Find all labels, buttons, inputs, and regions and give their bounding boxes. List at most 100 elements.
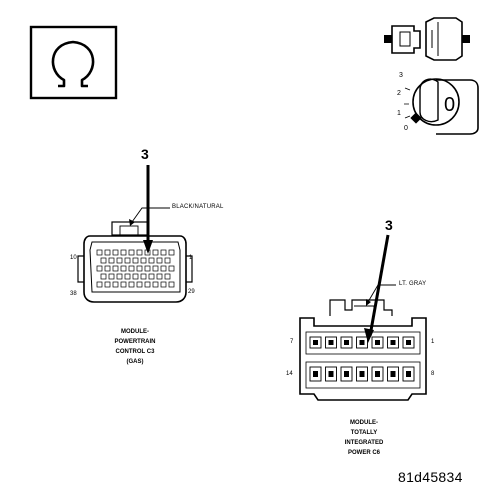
tipm-pin-terminal xyxy=(359,340,365,345)
tipm-pin-terminal xyxy=(406,371,411,377)
tipm-wire-color-label: LT. GRAY xyxy=(399,281,427,287)
tipm-pin-terminal xyxy=(406,340,411,345)
pcm-pin-cavity xyxy=(164,273,171,280)
pcm-pin-cavity xyxy=(160,281,167,288)
pcm-pin-cavity xyxy=(116,273,123,280)
pcm-pin-cavity xyxy=(156,257,163,264)
tipm-pin-bottom-right: 8 xyxy=(431,371,435,377)
pcm-pin-cavity xyxy=(164,257,171,264)
ignition-position-2: 2 xyxy=(397,90,401,97)
pcm-pin-cavity xyxy=(120,265,127,272)
tipm-pin-cavity xyxy=(356,366,368,382)
tipm-pin-cavity xyxy=(371,366,384,382)
tipm-pin-terminal xyxy=(390,371,396,377)
pcm-pin-cavity xyxy=(100,257,107,264)
tipm-pin-grid xyxy=(309,336,415,382)
tipm-pin-cavity xyxy=(340,336,353,349)
tipm-connector-caption: MODULE- TOTALLY INTEGRATED POWER C6 xyxy=(324,418,404,458)
pcm-pin-cavity xyxy=(112,281,119,288)
pcm-pin-cavity xyxy=(136,249,143,256)
figure-reference-id: 81d45834 xyxy=(398,469,463,485)
pcm-pin-cavity xyxy=(132,273,139,280)
pcm-pin-cavity xyxy=(108,257,115,264)
tipm-pin-terminal xyxy=(375,340,380,345)
pcm-callout-pointer xyxy=(143,165,153,254)
pcm-pin-cavity xyxy=(168,249,175,256)
pcm-pin-cavity xyxy=(144,265,151,272)
pcm-pin-cavity xyxy=(152,249,159,256)
ignition-position-0: 0 xyxy=(404,125,408,132)
pcm-pin-cavity xyxy=(96,281,103,288)
pcm-pin-bottom-right: 29 xyxy=(188,289,195,295)
tipm-wire-leader xyxy=(366,284,396,306)
tipm-pin-cavity xyxy=(402,366,415,382)
pcm-pin-top-right: 1 xyxy=(189,255,193,261)
tipm-caption-line-3: INTEGRATED xyxy=(344,440,384,446)
tipm-pin-terminal xyxy=(359,371,365,377)
pcm-pin-cavity xyxy=(124,257,131,264)
pcm-pin-cavity xyxy=(104,265,111,272)
pcm-pin-cavity xyxy=(96,249,103,256)
pcm-pin-cavity xyxy=(136,265,143,272)
tipm-pin-cavity xyxy=(325,336,337,349)
pcm-pin-cavity xyxy=(160,265,167,272)
pcm-pin-top-left: 10 xyxy=(70,255,77,261)
pcm-pin-cavity xyxy=(140,273,147,280)
pcm-pin-cavity xyxy=(120,249,127,256)
pcm-pin-cavity xyxy=(124,273,131,280)
pcm-pin-cavity xyxy=(120,281,127,288)
tipm-pin-cavity xyxy=(309,336,322,349)
tipm-pin-bottom-left: 14 xyxy=(286,371,293,377)
pcm-pin-cavity xyxy=(104,249,111,256)
pcm-caption-line-1: MODULE- xyxy=(121,329,149,335)
tipm-pin-terminal xyxy=(344,340,349,345)
pcm-pin-cavity xyxy=(140,257,147,264)
pcm-pin-cavity xyxy=(104,281,111,288)
pcm-pin-cavity xyxy=(112,265,119,272)
pcm-pin-cavity xyxy=(144,281,151,288)
tipm-pin-cavity xyxy=(387,336,399,349)
pcm-pin-cavity xyxy=(132,257,139,264)
pcm-pin-cavity xyxy=(96,265,103,272)
tipm-pin-terminal xyxy=(328,340,334,345)
tipm-pin-terminal xyxy=(375,371,380,377)
ignition-key-mark: 0 xyxy=(444,94,456,116)
tipm-caption-line-1: MODULE- xyxy=(350,420,378,426)
tipm-pin-terminal xyxy=(390,340,396,345)
tipm-pin-cavity xyxy=(309,366,322,382)
tipm-pin-cavity xyxy=(325,366,337,382)
pcm-pin-cavity xyxy=(148,257,155,264)
pcm-pin-cavity xyxy=(160,249,167,256)
pcm-pin-cavity xyxy=(128,249,135,256)
ignition-position-1: 1 xyxy=(397,110,401,117)
tipm-caption-line-4: POWER C6 xyxy=(347,450,380,456)
ignition-key-icon xyxy=(404,78,479,135)
pcm-pin-cavity xyxy=(112,249,119,256)
pcm-pin-cavity xyxy=(116,257,123,264)
pcm-pin-cavity xyxy=(128,281,135,288)
ohm-symbol-box xyxy=(29,25,118,100)
pcm-pin-cavity xyxy=(152,281,159,288)
pcm-caption-line-3: CONTROL C3 xyxy=(115,349,155,355)
pcm-caption-line-2: POWERTRAIN xyxy=(114,339,156,345)
pcm-connector-caption: MODULE- POWERTRAIN CONTROL C3 (GAS) xyxy=(100,327,170,367)
ignition-position-3: 3 xyxy=(399,72,403,79)
tipm-pin-cavity xyxy=(371,336,384,349)
tipm-pin-terminal xyxy=(344,371,349,377)
pcm-pin-cavity xyxy=(144,249,151,256)
pcm-pin-cavity xyxy=(168,281,175,288)
tipm-pin-terminal xyxy=(313,371,318,377)
tipm-pin-top-right: 1 xyxy=(431,339,435,345)
pcm-wire-color-label: BLACK/NATURAL xyxy=(172,204,224,210)
pcm-pin-cavity xyxy=(168,265,175,272)
pcm-caption-line-4: (GAS) xyxy=(126,359,144,365)
tipm-pin-terminal xyxy=(313,340,318,345)
connector-disconnect-icon xyxy=(384,17,470,61)
pcm-pin-cavity xyxy=(156,273,163,280)
tipm-pin-top-left: 7 xyxy=(290,339,294,345)
pcm-pin-cavity xyxy=(100,273,107,280)
pcm-pin-cavity xyxy=(136,281,143,288)
pcm-pin-cavity xyxy=(148,273,155,280)
tipm-callout-number: 3 xyxy=(385,217,393,233)
